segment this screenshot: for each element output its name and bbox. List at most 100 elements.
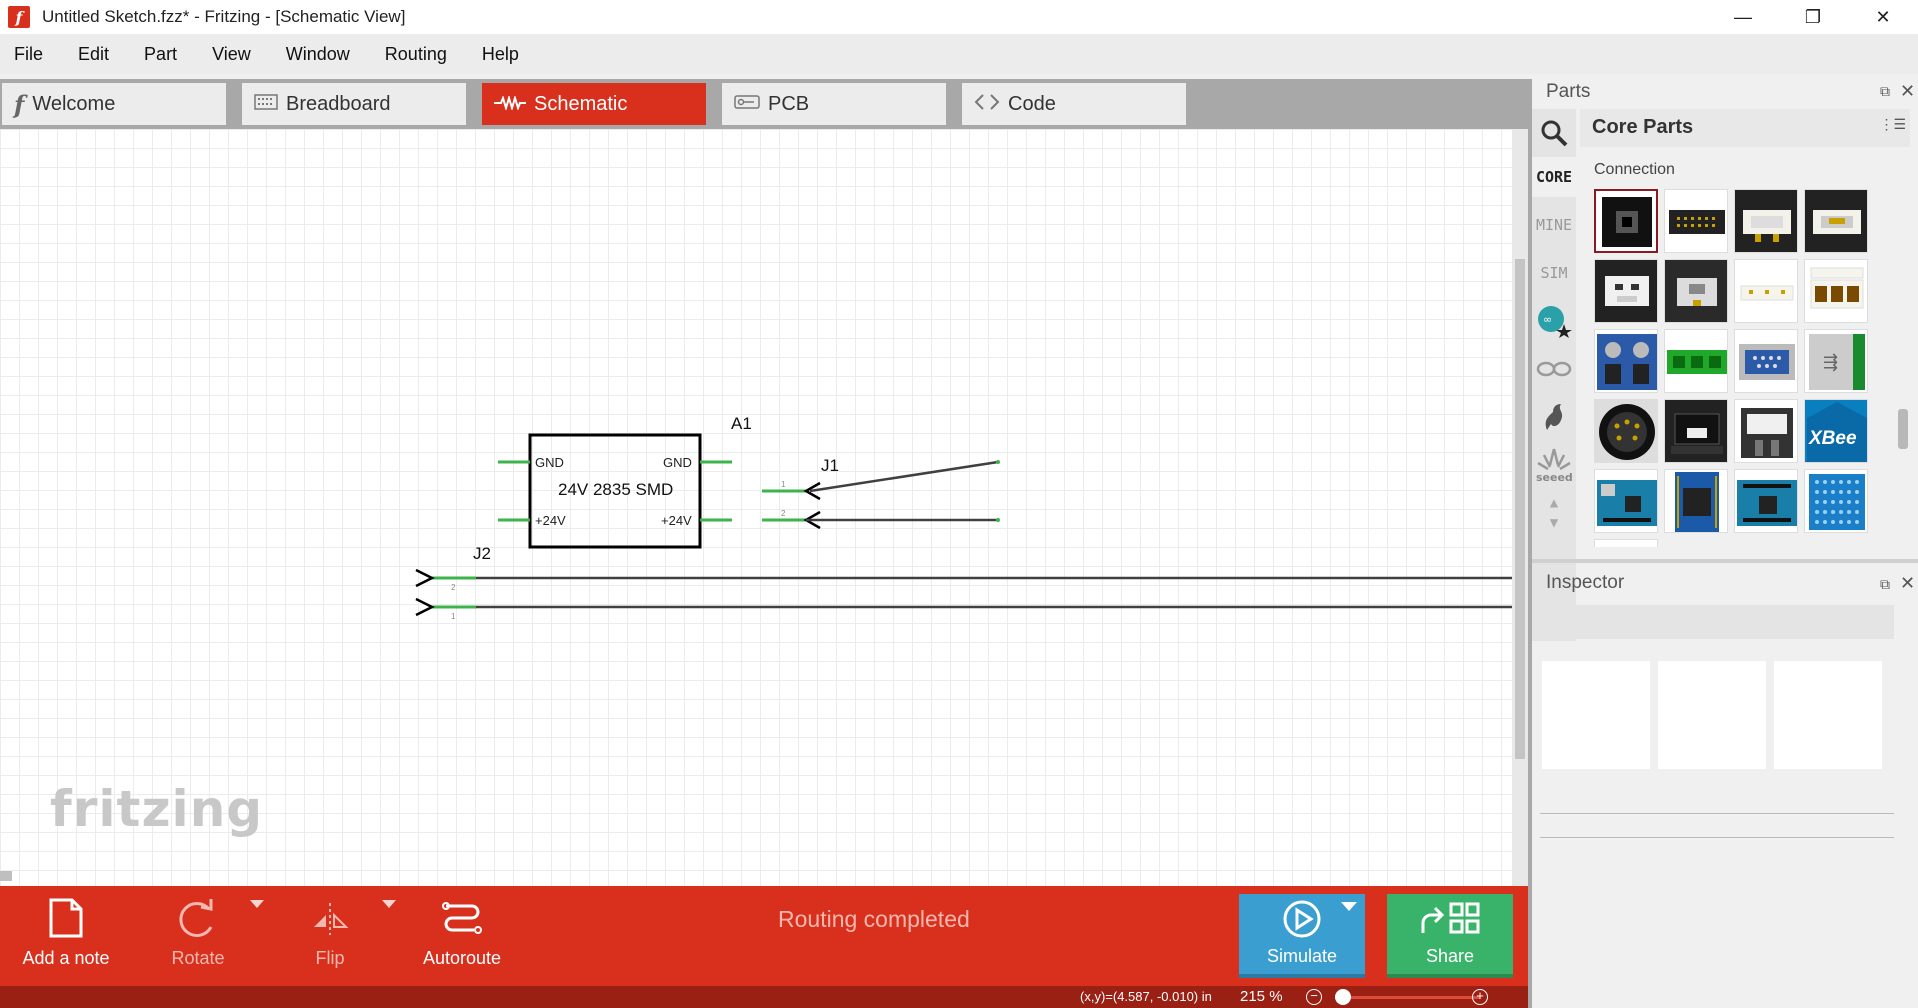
window-title: Untitled Sketch.fzz* - Fritzing - [Schem…: [42, 7, 406, 26]
part-tile[interactable]: [1734, 469, 1798, 533]
inspector-divider: [1540, 837, 1894, 838]
menu-routing[interactable]: Routing: [384, 43, 447, 64]
canvas-horizontal-scrollbar[interactable]: [0, 871, 12, 881]
part-tile[interactable]: [1664, 329, 1728, 393]
menu-file[interactable]: File: [14, 43, 44, 64]
part-tile[interactable]: [1594, 189, 1658, 253]
menu-edit[interactable]: Edit: [78, 43, 110, 64]
bin-tab-core[interactable]: CORE: [1532, 157, 1576, 197]
schematic-canvas[interactable]: GND GND +24V +24V 24V 2835 SMD A1 1 2 J1: [0, 129, 1512, 886]
search-icon[interactable]: [1532, 113, 1576, 153]
autoroute-label: Autoroute: [422, 948, 502, 968]
j1-pin-1: 1: [781, 480, 786, 489]
right-dock: Parts ⧉ ✕ CORE MINE SIM ∞ seeed ▲ ▼: [1528, 79, 1918, 1008]
simulate-button[interactable]: Simulate: [1239, 894, 1365, 978]
arduino-infinity-icon[interactable]: [1532, 349, 1576, 389]
part-tile[interactable]: [1594, 399, 1658, 463]
add-note-button[interactable]: Add a note: [6, 894, 126, 984]
j2-pin-2: 2: [451, 583, 456, 592]
flip-label: Flip: [315, 948, 345, 968]
part-tile[interactable]: [1734, 189, 1798, 253]
scrollbar-thumb[interactable]: [1515, 259, 1525, 759]
restore-button[interactable]: ❐: [1804, 6, 1822, 27]
part-tile[interactable]: [1664, 399, 1728, 463]
part-tile[interactable]: [1664, 259, 1728, 323]
rotate-button[interactable]: Rotate: [138, 894, 264, 984]
part-tile[interactable]: [1804, 259, 1868, 323]
routing-status-message: Routing completed: [778, 906, 970, 932]
bin-menu-icon[interactable]: ⋮☰: [1879, 116, 1906, 132]
inspector-divider: [1540, 813, 1894, 814]
part-tile[interactable]: [1594, 539, 1658, 547]
part-tile[interactable]: [1804, 189, 1868, 253]
bin-tab-scroll-up-icon[interactable]: ▲: [1549, 495, 1559, 511]
autoroute-button[interactable]: Autoroute: [402, 894, 522, 984]
part-tile[interactable]: [1594, 329, 1658, 393]
svg-text:⇶: ⇶: [1823, 352, 1838, 373]
simulate-label: Simulate: [1266, 946, 1338, 966]
share-button[interactable]: Share: [1387, 894, 1513, 978]
close-button[interactable]: ✕: [1875, 6, 1891, 27]
bin-tab-sim[interactable]: SIM: [1540, 264, 1568, 282]
part-tile[interactable]: [1734, 259, 1798, 323]
part-tile[interactable]: [1594, 259, 1658, 323]
zoom-out-icon[interactable]: −: [1306, 989, 1322, 1005]
menu-view[interactable]: View: [212, 43, 251, 64]
part-j1[interactable]: 1 2 J1: [762, 456, 839, 530]
part-tile[interactable]: [1594, 469, 1658, 533]
arduino-bin-icon[interactable]: ∞: [1532, 301, 1576, 341]
pcb-icon: [734, 94, 760, 115]
wire-j1-1[interactable]: [809, 460, 999, 493]
fritzing-f-icon: f: [14, 89, 25, 119]
part-tile[interactable]: [1734, 399, 1798, 463]
tab-breadboard[interactable]: Breadboard: [242, 83, 466, 125]
flip-icon: [270, 894, 390, 942]
zoom-in-icon[interactable]: +: [1472, 989, 1488, 1005]
sparkfun-flame-icon[interactable]: [1532, 397, 1576, 437]
flip-dropdown-icon[interactable]: [382, 900, 396, 908]
tab-pcb[interactable]: PCB: [722, 83, 946, 125]
tab-schematic[interactable]: Schematic: [482, 83, 706, 125]
part-tile[interactable]: XBee: [1804, 399, 1868, 463]
parts-bin-header: Core Parts ⋮☰: [1580, 109, 1910, 147]
status-bar: (x,y)=(4.587, -0.010) in 215 % − +: [0, 986, 1528, 1008]
a1-pin-gnd-right: GND: [663, 455, 692, 470]
part-tile[interactable]: [1664, 469, 1728, 533]
bin-tab-scroll-down-icon[interactable]: ▼: [1549, 515, 1559, 531]
part-tile[interactable]: [1734, 329, 1798, 393]
j1-label: J1: [821, 456, 839, 475]
j2-pin-1: 1: [451, 612, 456, 621]
part-tile[interactable]: [1664, 189, 1728, 253]
parts-bin-tabs: CORE MINE SIM ∞ seeed ▲ ▼: [1532, 109, 1576, 641]
svg-text:seeed: seeed: [1536, 471, 1573, 483]
menu-part[interactable]: Part: [144, 43, 178, 64]
tab-label: Breadboard: [286, 92, 391, 115]
minimize-button[interactable]: —: [1734, 6, 1752, 27]
part-tile[interactable]: [1804, 469, 1868, 533]
simulate-dropdown-icon[interactable]: [1341, 902, 1357, 911]
bin-tab-mine[interactable]: MINE: [1535, 216, 1573, 234]
part-tile[interactable]: ⇶: [1804, 329, 1868, 393]
panel-splitter[interactable]: [1532, 559, 1918, 563]
part-a1[interactable]: GND GND +24V +24V 24V 2835 SMD A1: [498, 414, 752, 549]
flip-button[interactable]: Flip: [270, 894, 396, 984]
canvas-vertical-scrollbar[interactable]: [1512, 129, 1528, 886]
close-panel-icon[interactable]: ✕: [1900, 573, 1916, 593]
tab-welcome[interactable]: f Welcome: [2, 83, 226, 125]
zoom-slider[interactable]: [1336, 996, 1480, 999]
float-panel-icon[interactable]: ⧉: [1880, 83, 1890, 99]
close-panel-icon[interactable]: ✕: [1900, 81, 1916, 101]
part-j2[interactable]: 2 1 J2: [415, 544, 491, 621]
breadboard-icon: [254, 93, 278, 115]
menu-help[interactable]: Help: [481, 43, 519, 64]
zoom-slider-handle[interactable]: [1335, 989, 1352, 1005]
float-panel-icon[interactable]: ⧉: [1880, 576, 1890, 592]
tab-code[interactable]: Code: [962, 83, 1186, 125]
parts-scrollbar[interactable]: [1898, 409, 1908, 449]
seeed-icon[interactable]: seeed: [1532, 445, 1576, 485]
a1-pin-24v-left: +24V: [535, 513, 566, 528]
fritzing-app-icon: f: [8, 6, 30, 28]
rotate-dropdown-icon[interactable]: [250, 900, 264, 908]
menu-window[interactable]: Window: [285, 43, 350, 64]
